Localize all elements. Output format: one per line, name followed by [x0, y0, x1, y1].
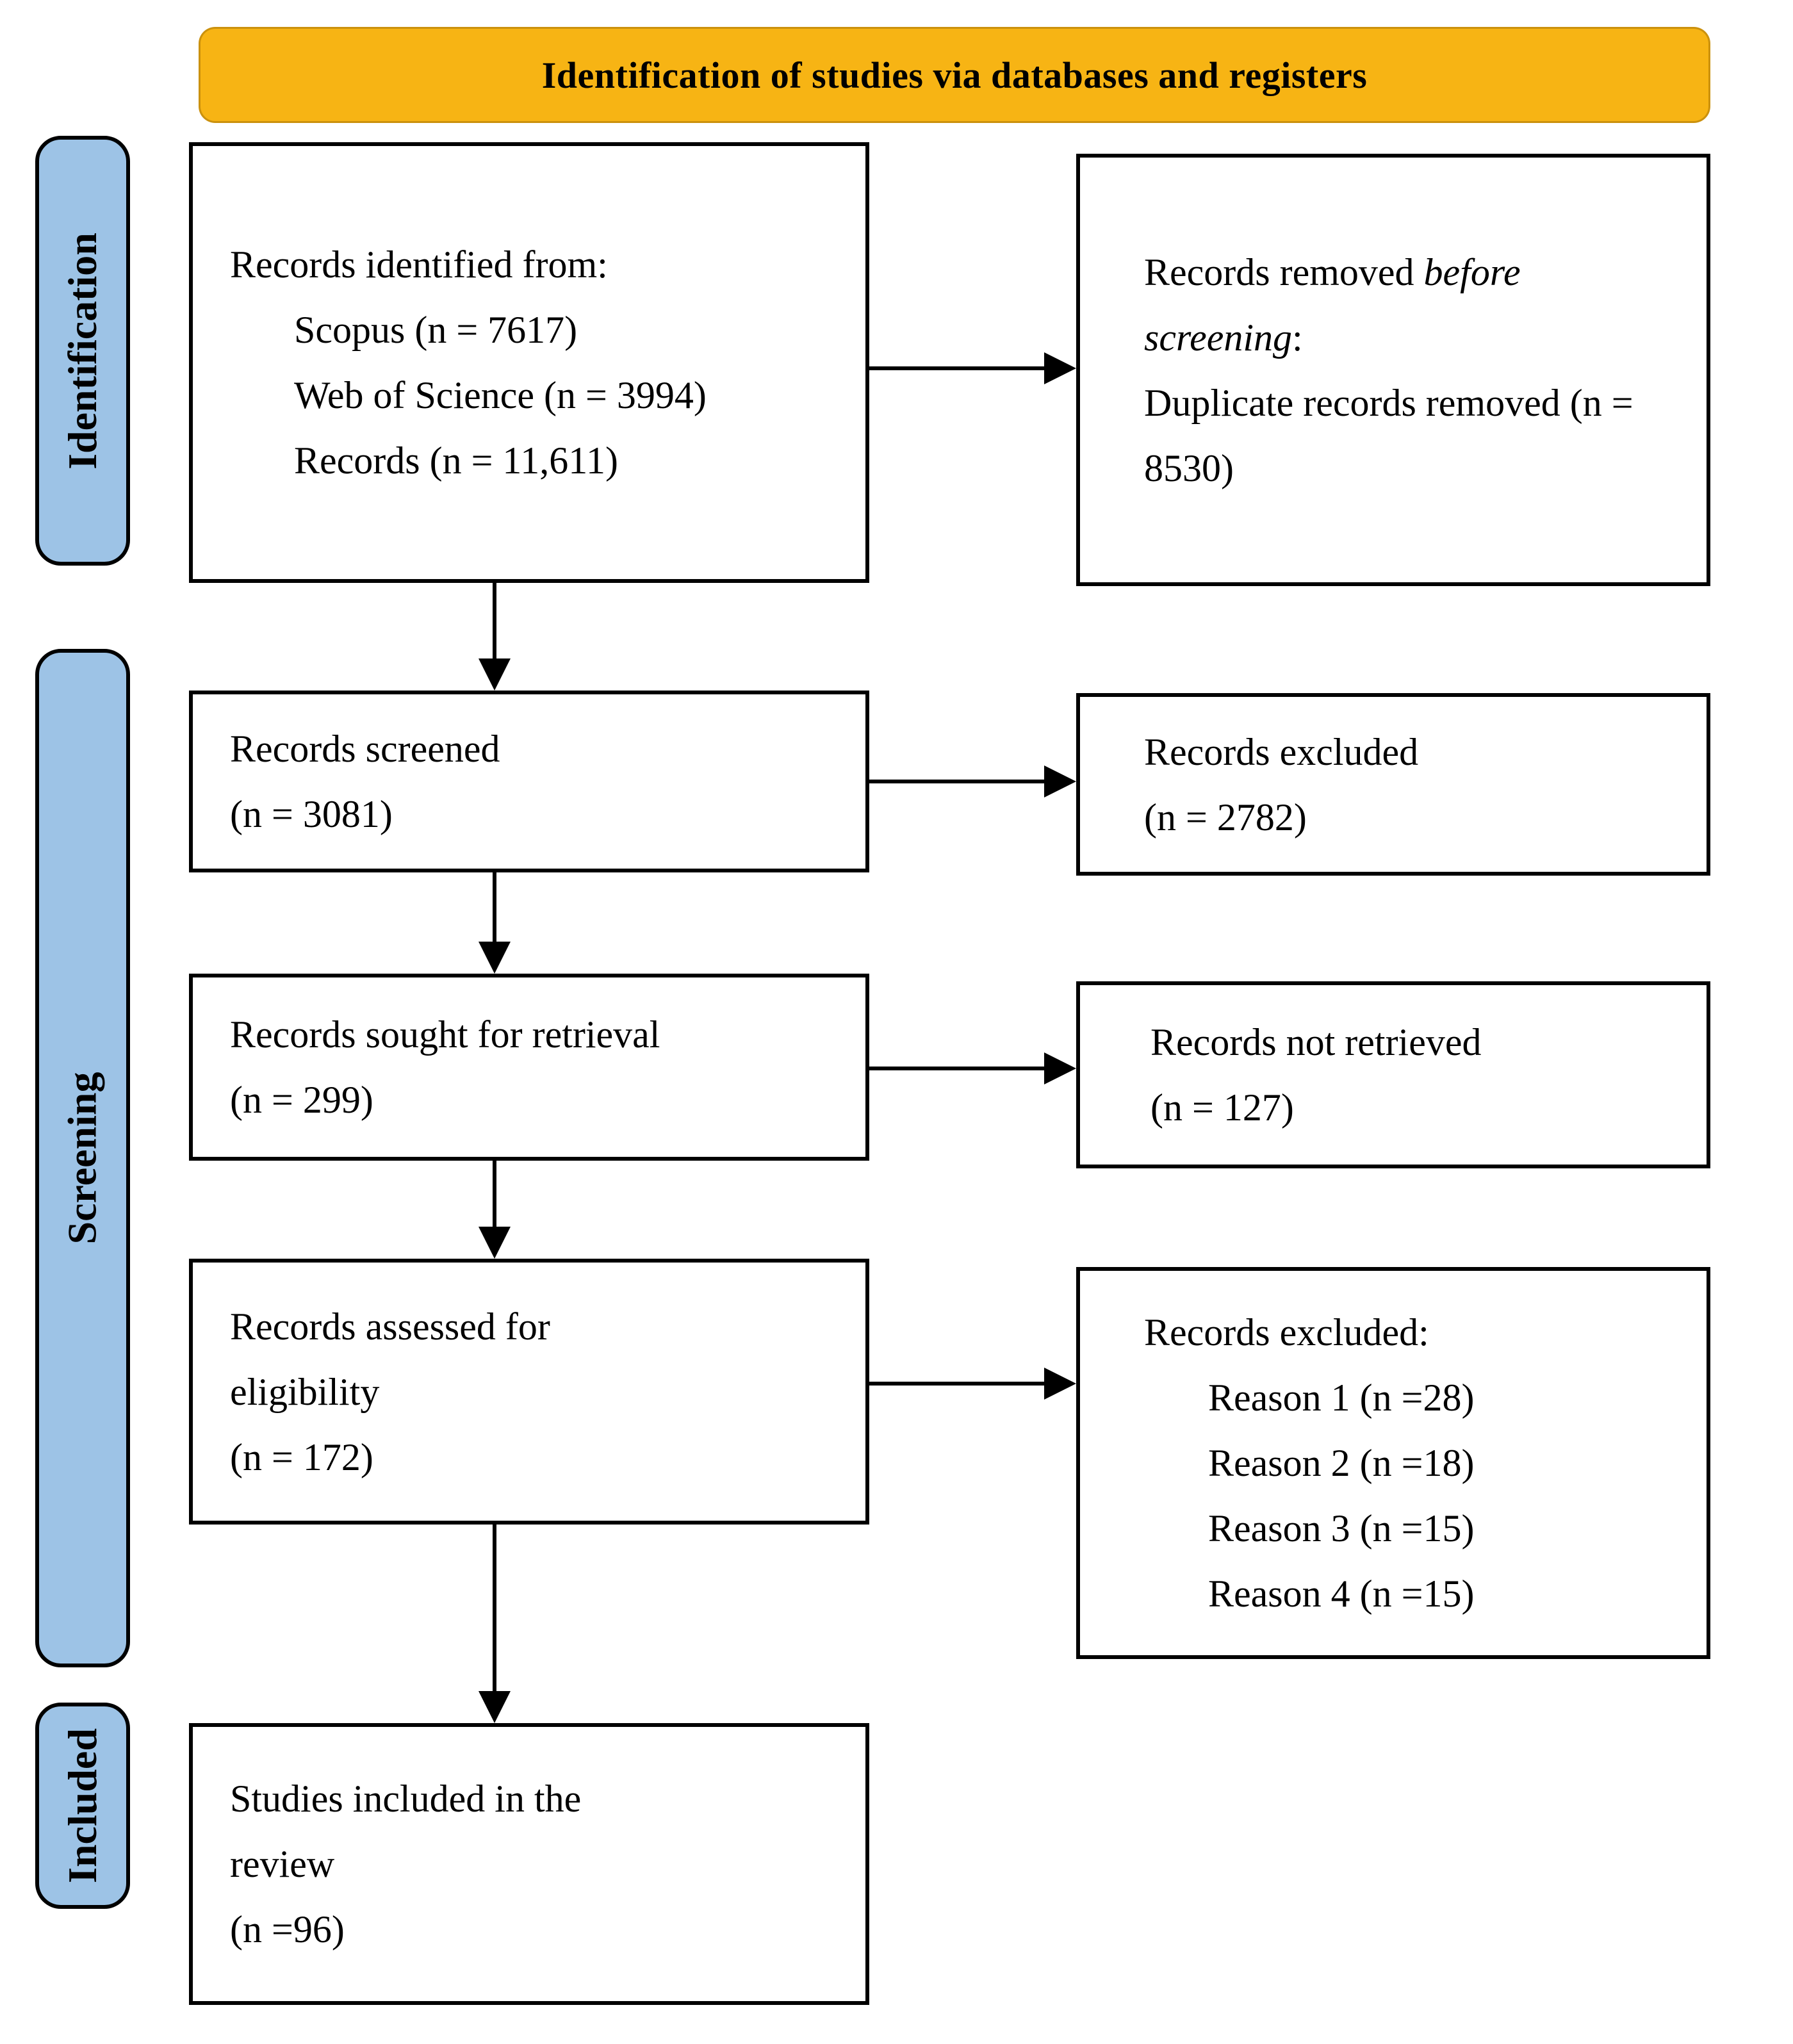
diagram-title: Identification of studies via databases … — [541, 54, 1368, 96]
box-line: Records not retrieved — [1150, 1021, 1482, 1063]
box-line: Duplicate records removed (n = 8530) — [1144, 381, 1633, 489]
box-line: Reason 1 (n =28) — [1208, 1377, 1475, 1419]
arrow-sought-to-not-retrieved — [869, 1052, 1076, 1084]
arrow-identified-to-screened — [479, 583, 511, 691]
box-line: Records (n = 11,611) — [294, 439, 618, 482]
box-records-identified: Records identified from: Scopus (n = 761… — [189, 142, 869, 583]
box-line: Records identified from: — [230, 243, 608, 286]
arrow-shaft — [869, 366, 1047, 370]
box-records-screened: Records screened (n = 3081) — [189, 691, 869, 872]
box-line: Records screened — [230, 728, 500, 770]
arrow-assessed-to-included — [479, 1525, 511, 1723]
box-line: (n = 2782) — [1144, 796, 1307, 838]
box-line: review — [230, 1843, 335, 1885]
box-line: Records removed before screening: — [1144, 240, 1668, 370]
arrow-sought-to-assessed — [479, 1161, 511, 1259]
box-records-sought-for-retrieval: Records sought for retrieval (n = 299) — [189, 974, 869, 1161]
box-line: Records assessed for — [230, 1305, 550, 1348]
box-records-not-retrieved: Records not retrieved (n = 127) — [1076, 981, 1710, 1168]
arrow-assessed-to-excluded-reasons — [869, 1368, 1076, 1400]
arrow-shaft — [493, 583, 496, 661]
arrowhead-right-icon — [1044, 1368, 1076, 1400]
box-line: Reason 4 (n =15) — [1208, 1573, 1475, 1615]
arrow-shaft — [493, 1525, 496, 1694]
arrow-identified-to-removed — [869, 352, 1076, 384]
arrow-shaft — [493, 1161, 496, 1229]
text-segment-italic: before screening — [1144, 250, 1521, 359]
box-records-excluded: Records excluded (n = 2782) — [1076, 693, 1710, 876]
stage-bar-identification: Identification — [35, 136, 130, 566]
box-line: Records sought for retrieval — [230, 1013, 660, 1056]
arrowhead-down-icon — [479, 1227, 511, 1259]
text-segment: Records removed — [1144, 250, 1424, 293]
arrow-shaft — [869, 780, 1047, 783]
stage-label-included: Included — [60, 1728, 105, 1883]
arrow-shaft — [869, 1067, 1047, 1070]
box-line: (n = 172) — [230, 1435, 373, 1478]
box-line: Studies included in the — [230, 1778, 582, 1820]
arrowhead-down-icon — [479, 658, 511, 691]
arrow-shaft — [493, 872, 496, 944]
box-line: (n =96) — [230, 1908, 345, 1950]
arrowhead-down-icon — [479, 942, 511, 974]
box-line: Scopus (n = 7617) — [294, 309, 578, 351]
box-records-removed-before-screening: Records removed before screening: Duplic… — [1076, 154, 1710, 586]
arrowhead-right-icon — [1044, 765, 1076, 797]
arrowhead-right-icon — [1044, 352, 1076, 384]
stage-bar-included: Included — [35, 1703, 130, 1909]
title-banner: Identification of studies via databases … — [199, 27, 1710, 123]
text-segment: : — [1292, 316, 1303, 359]
box-line: (n = 127) — [1150, 1086, 1294, 1129]
arrow-shaft — [869, 1382, 1047, 1386]
box-records-assessed-for-eligibility: Records assessed for eligibility (n = 17… — [189, 1259, 869, 1525]
box-studies-included-in-review: Studies included in the review (n =96) — [189, 1723, 869, 2005]
stage-label-identification: Identification — [60, 232, 105, 470]
box-records-excluded-reasons: Records excluded: Reason 1 (n =28) Reaso… — [1076, 1267, 1710, 1659]
box-line: Reason 2 (n =18) — [1208, 1442, 1475, 1484]
box-line: Records excluded: — [1144, 1311, 1429, 1353]
arrow-screened-to-sought — [479, 872, 511, 974]
box-line: Web of Science (n = 3994) — [294, 374, 707, 416]
box-line: Records excluded — [1144, 730, 1419, 773]
box-line: Reason 3 (n =15) — [1208, 1507, 1475, 1549]
arrowhead-down-icon — [479, 1691, 511, 1723]
box-line: (n = 3081) — [230, 793, 393, 835]
arrow-screened-to-excluded — [869, 765, 1076, 797]
box-line: (n = 299) — [230, 1079, 373, 1121]
stage-label-screening: Screening — [60, 1072, 105, 1245]
box-line: eligibility — [230, 1370, 380, 1413]
stage-bar-screening: Screening — [35, 649, 130, 1667]
arrowhead-right-icon — [1044, 1052, 1076, 1084]
